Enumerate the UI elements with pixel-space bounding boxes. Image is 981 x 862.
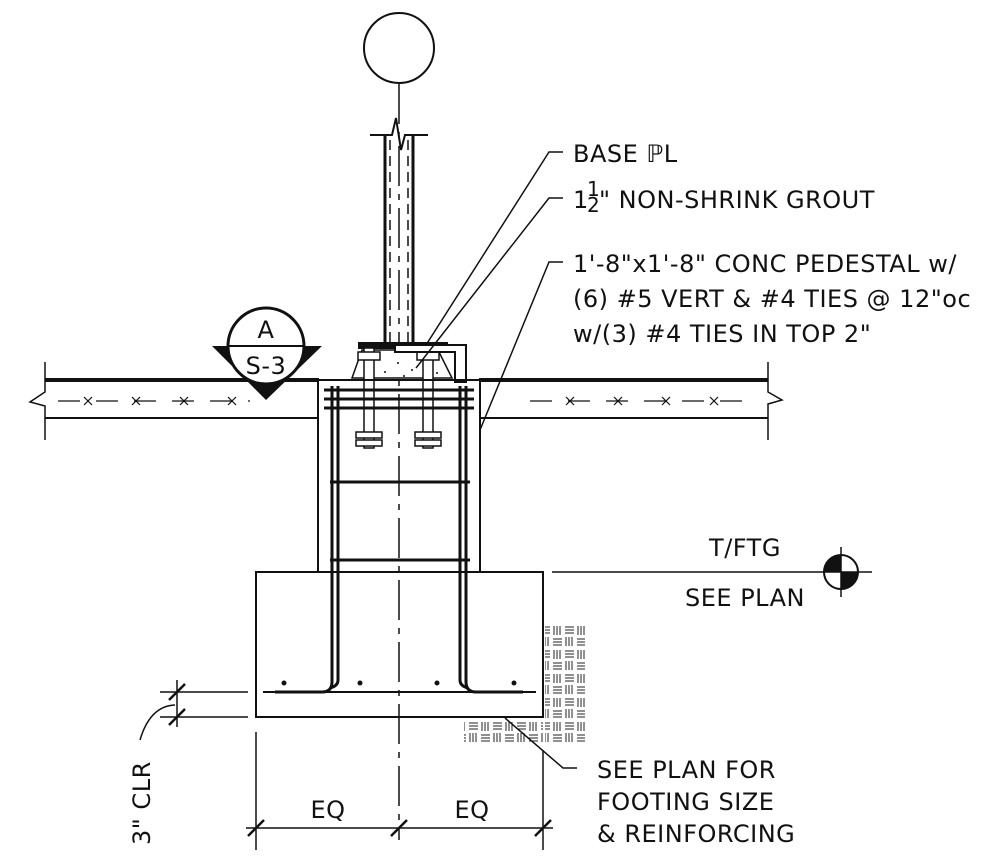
grout-denominator: 2 [587,193,600,217]
tfg-see-plan-label: SEE PLAN [685,584,805,612]
footing-note-line3: & REINFORCING [597,820,795,848]
connection-angle [394,344,467,383]
section-sheet: S-3 [246,352,287,380]
dimension-eq-left: EQ [310,796,345,824]
grout-numerator: 1 [587,177,600,201]
elevation-marker [818,547,872,597]
grout-text: " NON-SHRINK GROUT [599,186,875,214]
grout-whole: 1 [573,186,589,214]
concrete-pedestal [317,378,481,572]
footing-note-line1: SEE PLAN FOR [597,756,776,784]
base-plate-label: BASE ℙL [573,140,678,168]
dimension-lines [139,680,553,850]
leaders [415,151,818,769]
spread-footing [255,571,544,718]
section-letter: A [258,316,275,344]
grout-label: 1 1 2 " NON-SHRINK GROUT [573,177,875,217]
soil-hatch [464,622,585,745]
pedestal-label-line3: w/(3) #4 TIES IN TOP 2" [573,320,871,348]
pedestal-label-line2: (6) #5 VERT & #4 TIES @ 12"oc [573,285,971,313]
pedestal-label-line1: 1'-8"x1'-8" CONC PEDESTAL w/ [573,250,957,278]
footing-note-line2: FOOTING SIZE [597,788,774,816]
tfg-label: T/FTG [708,534,781,562]
clearance-label: 3" CLR [128,761,156,845]
footing-bottom-rebar [263,680,536,693]
steel-column [370,117,428,345]
section-marker: A S-3 [212,306,322,400]
column-grid-bubble [363,12,435,84]
dimension-eq-right: EQ [454,796,489,824]
